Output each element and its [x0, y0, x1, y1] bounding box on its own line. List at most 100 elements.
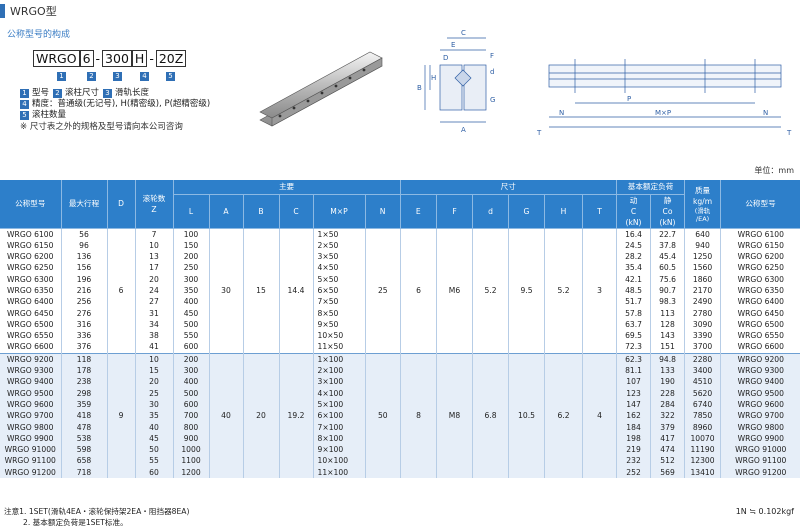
col-header-h: H: [544, 194, 583, 229]
footnotes: 注意1. 1SET(滑轨4EA・滚轮保持架2EA・阻挡器8EA) 2. 基本额定…: [4, 506, 189, 528]
col-header-t: T: [582, 194, 618, 229]
cell-model-right: WRGO 9700: [720, 410, 800, 422]
cell-model: WRGO 6600: [0, 341, 61, 354]
cell-mass: 3700: [684, 341, 721, 354]
page-title: WRGO型: [10, 5, 57, 18]
col-header-b: B: [243, 194, 280, 229]
cell-static-load: 37.8: [650, 239, 685, 252]
cell-model-right: WRGO 9600: [720, 398, 800, 411]
cell-l: 100: [172, 228, 209, 240]
cell-dynamic-load: 63.7: [616, 318, 651, 331]
cell-model: WRGO 6350: [0, 284, 61, 297]
cell-z: 7: [134, 228, 173, 240]
cell-model-right: WRGO 9900: [720, 432, 800, 445]
cell-l: 300: [172, 365, 209, 377]
cell-mxp: 7×100: [312, 421, 365, 433]
legend-text: 滚柱尺寸: [65, 88, 100, 98]
cell-mxp: 7×50: [312, 296, 365, 308]
roller-cage: [278, 68, 366, 118]
cell-z: 41: [134, 341, 173, 354]
cell-static-load: 228: [650, 387, 685, 399]
cell-model: WRGO 6200: [0, 251, 61, 263]
cell-mxp: 5×100: [312, 398, 365, 411]
cell-model-right: WRGO 6450: [720, 307, 800, 319]
cell-mxp: 3×100: [312, 376, 365, 388]
cell-model-right: WRGO 6500: [720, 318, 800, 331]
cell-model: WRGO 9200: [0, 352, 61, 366]
cell-mass: 5620: [684, 387, 721, 399]
cell-dynamic-load: 62.3: [616, 352, 651, 366]
cell-mxp: 1×100: [312, 352, 365, 366]
col-header-mass-sub2: /EA): [695, 214, 710, 223]
code-number-badge: 3: [113, 72, 122, 81]
unit-conversion-note: 1N ≒ 0.102kgf: [735, 507, 794, 516]
cell-model: WRGO 6450: [0, 307, 61, 319]
cell-dynamic-load: 35.4: [616, 262, 651, 274]
col-header-model: 公称型号: [0, 180, 62, 229]
cell-g: 9.5: [508, 228, 545, 354]
cell-mxp: 3×50: [312, 251, 365, 263]
cell-model-right: WRGO 6600: [720, 341, 800, 354]
cell-mass: 1860: [684, 273, 721, 285]
legend-row: 5 滚柱数量: [20, 110, 210, 121]
col-header-d: D: [107, 180, 136, 229]
cell-model-right: WRGO 6200: [720, 251, 800, 263]
cell-static-load: 417: [650, 432, 685, 445]
legend-badge: 2: [53, 89, 63, 98]
cell-l: 600: [172, 341, 209, 354]
cell-model-right: WRGO 6250: [720, 262, 800, 274]
product-image: [259, 51, 383, 127]
front-view-drawing: N M×P T T P N: [536, 59, 792, 137]
cell-l: 1100: [172, 455, 209, 467]
code-separator: -: [95, 51, 101, 66]
cell-static-load: 190: [650, 376, 685, 388]
dim-label-f: F: [490, 52, 494, 60]
cell-dynamic-load: 147: [616, 398, 651, 411]
cell-dynamic-load: 232: [616, 455, 651, 467]
cell-mxp: 8×50: [312, 307, 365, 319]
code-segment-type: WRGO: [33, 50, 80, 67]
spec-table-left: 公称型号 最大行程 D 滚轮数 Z 主要 L A B C M×P N WRGO …: [0, 180, 401, 479]
cell-mass: 3390: [684, 330, 721, 342]
col-header-dynamic: 动 C (kN): [616, 194, 652, 229]
cell-t: 4: [581, 352, 617, 479]
cell-static-load: 75.6: [650, 273, 685, 285]
cell-z: 34: [134, 318, 173, 331]
code-number-badge: 2: [87, 72, 96, 81]
col-header-dynamic-unit: (kN): [625, 217, 642, 227]
unit-label: 单位：mm: [754, 166, 794, 175]
cell-static-load: 143: [650, 330, 685, 342]
cell-n: 25: [364, 228, 401, 354]
cell-stroke: 156: [60, 262, 107, 274]
col-header-mass-sub1: (滑轨: [694, 206, 711, 215]
cell-l: 400: [172, 296, 209, 308]
cell-l: 200: [172, 352, 209, 366]
cell-stroke: 298: [60, 387, 107, 399]
cell-model-right: WRGO 6100: [720, 228, 800, 240]
cell-mxp: 11×100: [312, 466, 365, 479]
roller-section: [454, 69, 472, 87]
col-header-static-symbol: Co: [662, 206, 673, 216]
cross-section-drawing: C E D F d H B G A: [417, 29, 495, 134]
dim-label-p: P: [627, 95, 631, 103]
dim-label-mxp: M×P: [655, 109, 671, 117]
cell-z: 10: [134, 352, 173, 366]
cell-dynamic-load: 69.5: [616, 330, 651, 342]
cell-t: 3: [581, 228, 617, 354]
cell-mxp: 2×50: [312, 239, 365, 252]
cell-l: 800: [172, 421, 209, 433]
dim-label-e: E: [451, 41, 455, 49]
